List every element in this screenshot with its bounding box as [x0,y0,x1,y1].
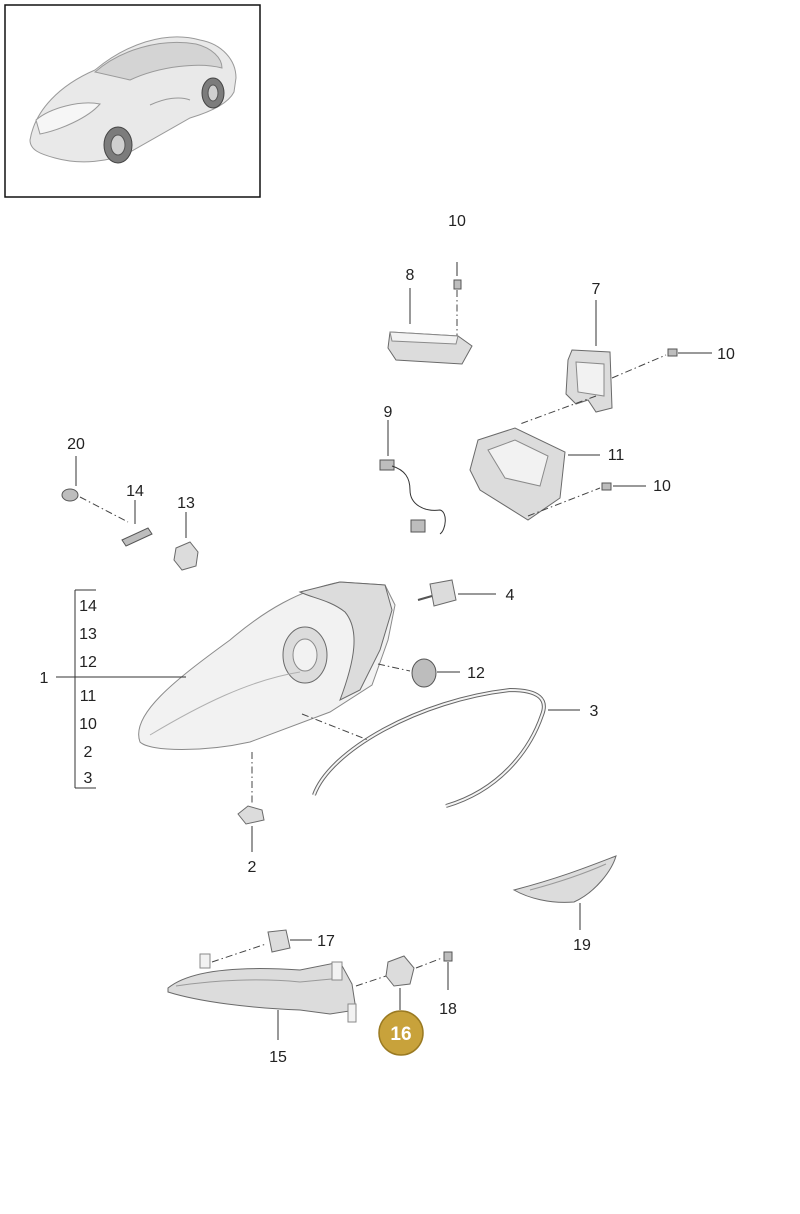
callout-13: 13 [177,495,195,512]
callout-17: 17 [317,933,335,950]
callout-14: 14 [126,483,144,500]
part-8-control-unit[interactable]: 8 [387,267,473,365]
callout-19: 19 [573,937,591,954]
part-7-bracket[interactable]: 7 [519,281,613,425]
callout-16: 16 [390,1024,411,1045]
callout-20: 20 [67,436,85,453]
callout-10-right-upper: 10 [717,346,735,363]
callout-15: 15 [269,1049,287,1066]
car-overview-thumbnail[interactable] [4,4,261,198]
part-13-nut[interactable]: 13 [173,495,199,571]
callout-12-right: 12 [467,665,485,682]
part-10-screw-top[interactable]: 10 [448,213,466,336]
assembly-item: 12 [79,654,97,671]
part-20-cap[interactable]: 20 [61,436,129,523]
callout-11: 11 [608,447,625,464]
part-11-housing[interactable]: 11 [469,427,625,521]
callout-3: 3 [590,703,599,720]
assembly-item: 13 [79,626,97,643]
assembly-1-list: 1 14 13 12 11 10 2 3 [40,589,186,789]
part-15-drl[interactable]: 15 [167,953,357,1066]
callout-9: 9 [384,404,393,421]
part-12-cap[interactable]: 12 [377,658,485,688]
part-19-trim[interactable]: 19 [512,855,617,954]
part-10-screw-right-upper[interactable]: 10 [611,346,735,379]
part-16-socket[interactable]: 16 [355,955,424,1056]
callout-4: 4 [506,587,515,604]
callout-2: 2 [248,859,257,876]
part-9-cable[interactable]: 9 [379,404,446,535]
assembly-item: 10 [79,716,97,733]
part-4-bulb[interactable]: 4 [417,579,515,607]
part-3-seal[interactable]: 3 [301,687,599,808]
car-icon [29,36,237,164]
part-18-screw[interactable]: 18 [415,951,457,1018]
part-1-headlight[interactable] [138,581,396,750]
part-14-clip[interactable]: 14 [121,483,153,547]
callout-1: 1 [40,670,49,687]
part-10-screw-right-lower[interactable]: 10 [527,478,671,517]
callout-8: 8 [406,267,415,284]
part-2-bushing[interactable]: 2 [237,752,265,876]
callout-10-right-lower: 10 [653,478,671,495]
assembly-item: 3 [84,770,93,787]
assembly-item: 14 [79,598,97,615]
highlighted-callout-badge[interactable] [378,1010,424,1056]
callout-7: 7 [592,281,601,298]
callout-18: 18 [439,1001,457,1018]
assembly-item: 11 [80,688,97,705]
assembly-item: 2 [84,744,93,761]
part-17-grommet[interactable]: 17 [211,929,335,963]
callout-10-top: 10 [448,213,466,230]
